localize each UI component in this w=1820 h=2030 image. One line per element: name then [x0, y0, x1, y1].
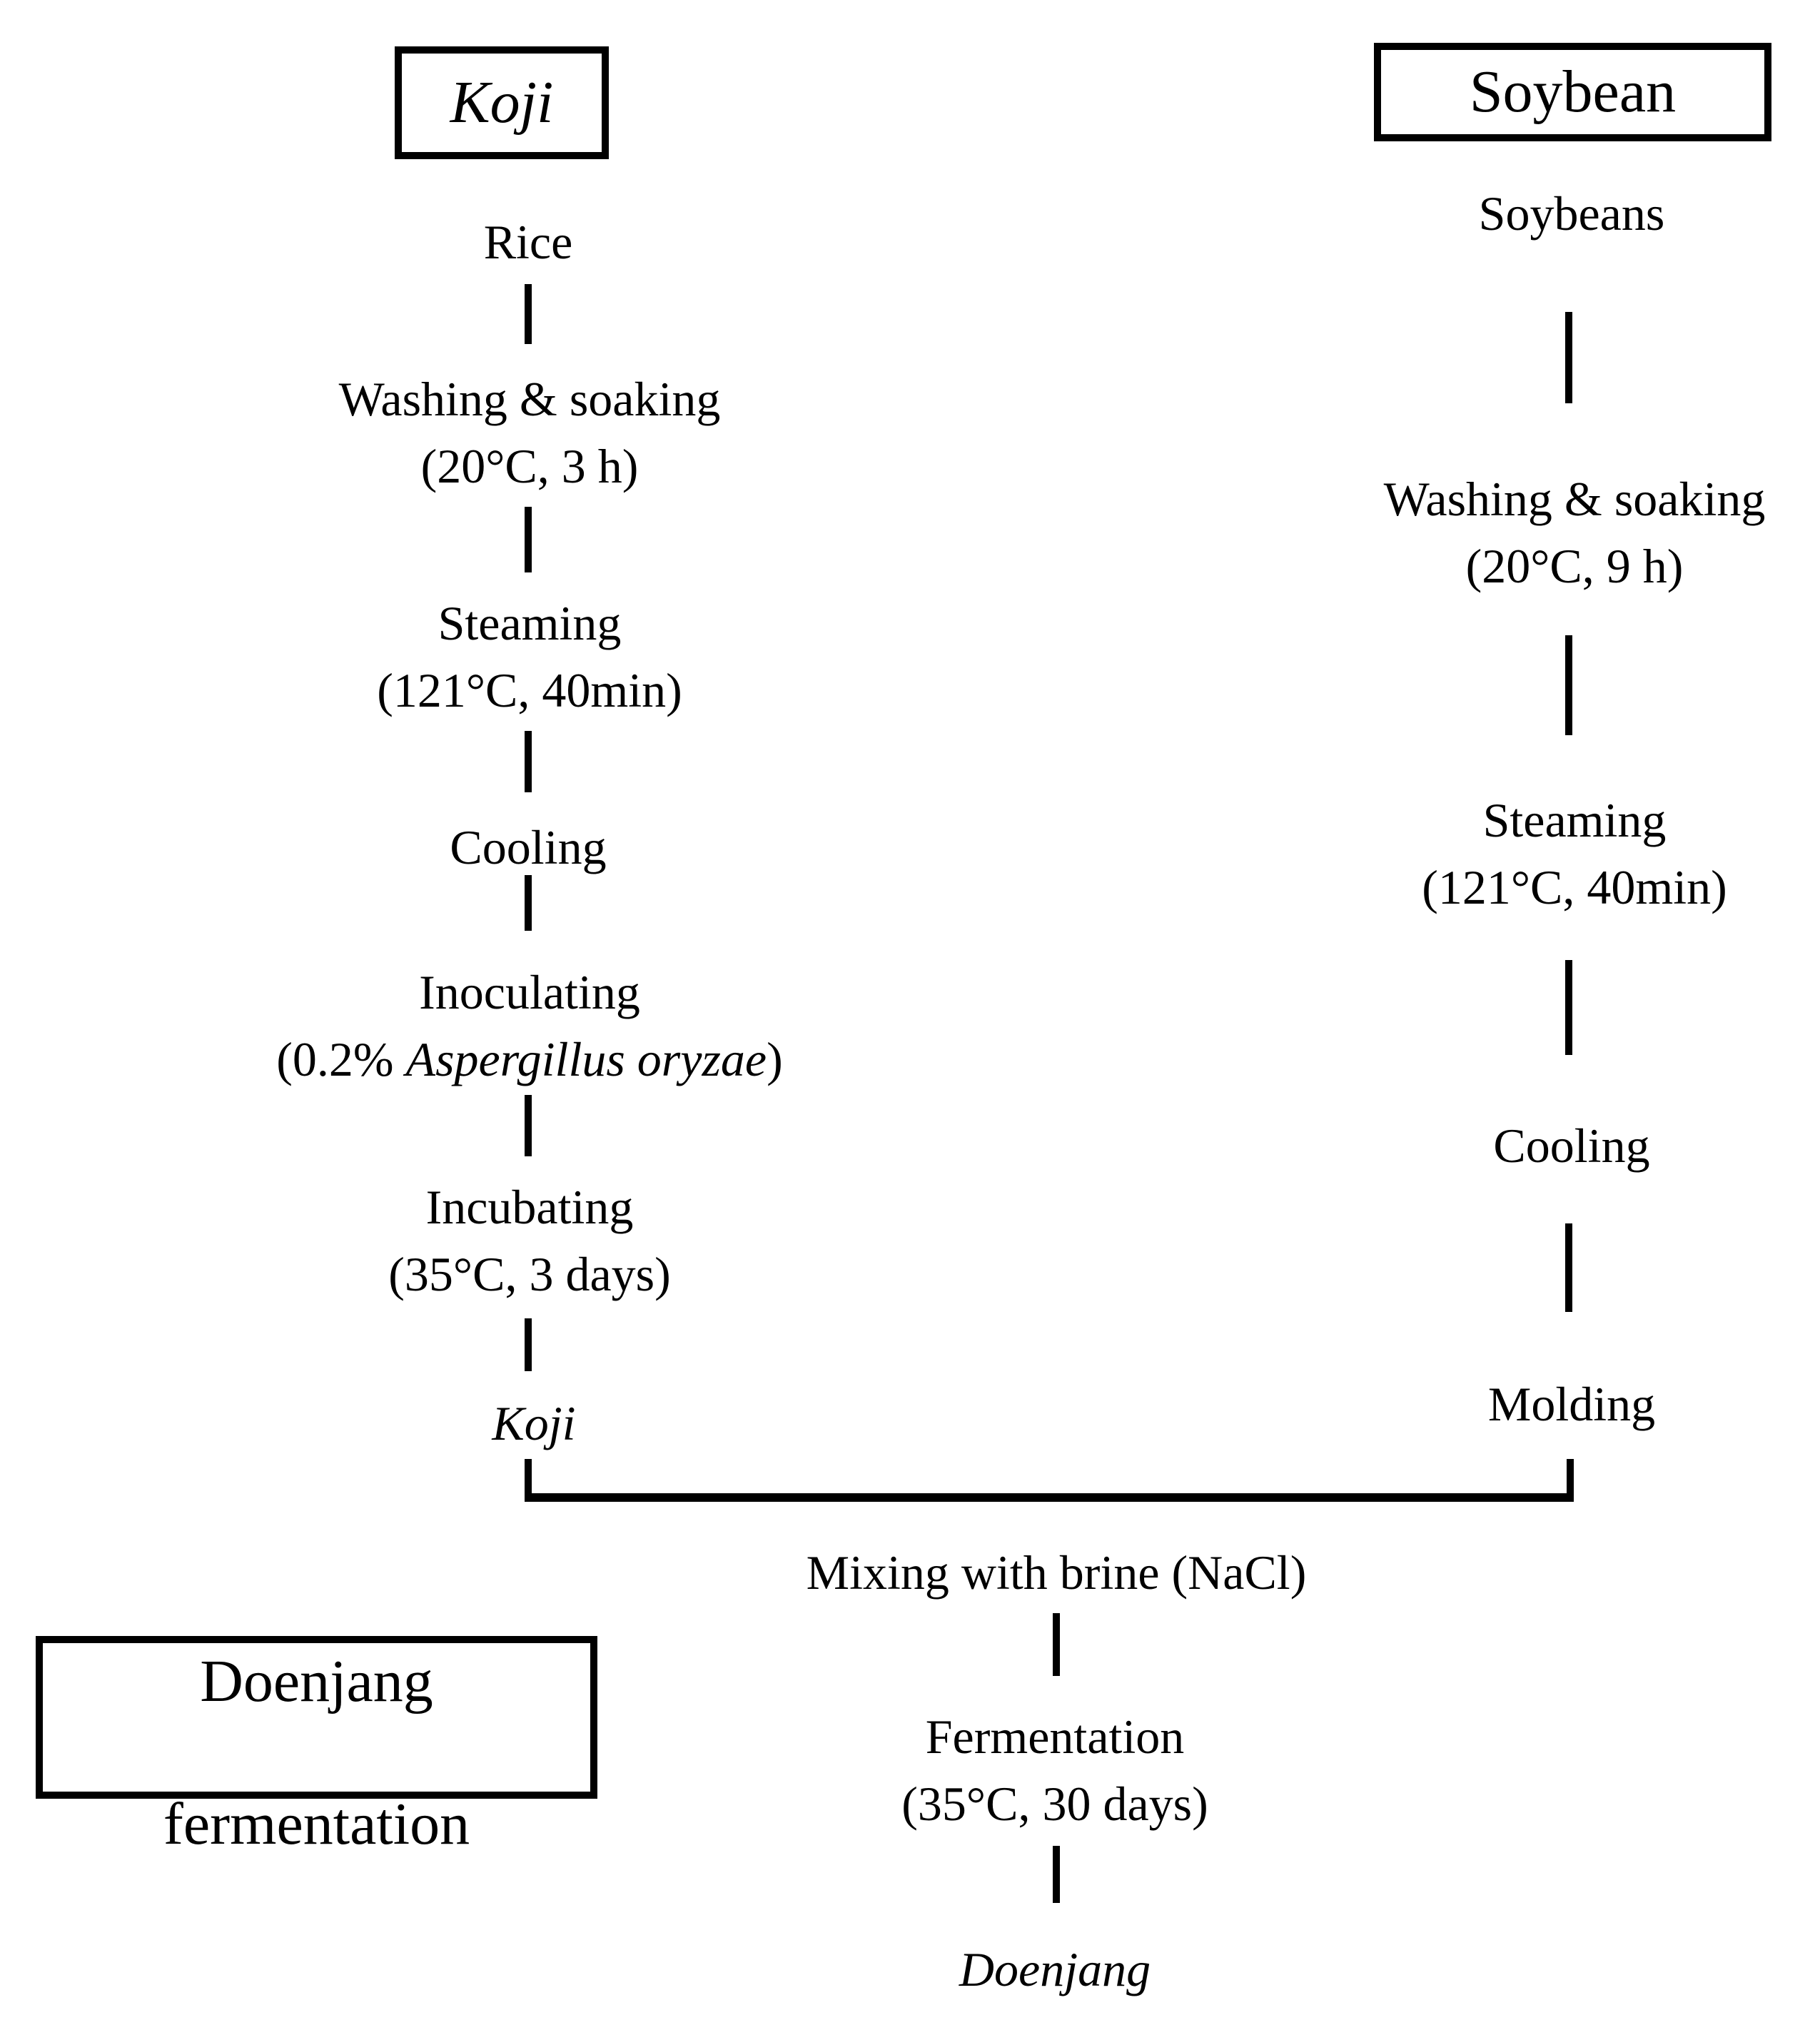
step-condition: (0.2% Aspergillus oryzae) [276, 1026, 783, 1093]
label-line1: Doenjang [200, 1648, 433, 1715]
connector-fermentation-to-doenjang [1053, 1846, 1060, 1903]
soybean-header-label: Soybean [1469, 59, 1677, 125]
step-condition: (35°C, 3 days) [388, 1247, 671, 1301]
connector-rice-to-washing [525, 284, 532, 344]
step-condition: (121°C, 40min) [377, 663, 682, 717]
step-name: Molding [1487, 1377, 1656, 1431]
koji-header-label: Koji [450, 69, 554, 136]
step-doenjang-result: Doenjang [959, 1936, 1151, 2003]
step-rice: Rice [484, 208, 573, 276]
step-name: Incubating [425, 1180, 634, 1234]
step-condition: (35°C, 30 days) [901, 1777, 1208, 1831]
doenjang-fermentation-label: Doenjang fermentation [163, 1575, 470, 1860]
step-name: Rice [483, 215, 573, 269]
step-soybeans: Soybeans [1479, 180, 1665, 247]
condition-prefix: (0.2% [276, 1032, 406, 1086]
connector-inoculating-to-incubating [525, 1095, 532, 1156]
step-name: Steaming [438, 596, 622, 650]
step-name: Doenjang [959, 1942, 1151, 1996]
step-inoculating: Inoculating (0.2% Aspergillus oryzae) [276, 959, 783, 1093]
step-condition: (20°C, 9 h) [1465, 539, 1684, 593]
connector-cooling-to-molding [1565, 1223, 1572, 1312]
connector-washing-to-steaming [525, 507, 532, 572]
merge-connector [525, 1459, 1574, 1502]
step-koji-result: Koji [492, 1390, 575, 1457]
connector-steaming-to-cooling-soybean [1565, 960, 1572, 1055]
step-molding: Molding [1488, 1370, 1655, 1438]
label-line2: fermentation [163, 1791, 470, 1857]
step-washing-soaking-koji: Washing & soaking (20°C, 3 h) [339, 365, 721, 500]
step-name: Cooling [1493, 1118, 1650, 1173]
step-name: Steaming [1482, 793, 1667, 847]
connector-incubating-to-koji [525, 1318, 532, 1371]
step-name: Soybeans [1478, 186, 1665, 241]
step-condition: (121°C, 40min) [1422, 860, 1727, 914]
step-condition: (20°C, 3 h) [420, 439, 639, 493]
koji-header-box: Koji [395, 46, 609, 159]
condition-suffix: ) [767, 1032, 783, 1086]
step-name: Cooling [450, 820, 607, 874]
step-incubating: Incubating (35°C, 3 days) [388, 1173, 670, 1308]
connector-washing-to-steaming-soybean [1565, 635, 1572, 735]
step-steaming-soybean: Steaming (121°C, 40min) [1422, 787, 1727, 921]
doenjang-fermentation-label-box: Doenjang fermentation [36, 1636, 597, 1857]
step-washing-soaking-soybean: Washing & soaking (20°C, 9 h) [1384, 465, 1766, 600]
connector-cooling-to-inoculating [525, 875, 532, 931]
connector-steaming-to-cooling [525, 731, 532, 792]
step-mixing-with-brine: Mixing with brine (NaCl) [807, 1539, 1307, 1606]
step-name: Washing & soaking [338, 372, 721, 426]
step-cooling-soybean: Cooling [1493, 1112, 1649, 1179]
step-name: Fermentation [925, 1710, 1185, 1764]
step-cooling-koji: Cooling [450, 814, 606, 881]
connector-mixing-to-fermentation [1053, 1613, 1060, 1676]
connector-soybeans-to-washing [1565, 312, 1572, 403]
step-name: Mixing with brine (NaCl) [806, 1545, 1307, 1600]
step-fermentation: Fermentation (35°C, 30 days) [901, 1703, 1208, 1837]
species-name: Aspergillus oryzae [405, 1032, 767, 1086]
step-name: Koji [492, 1396, 576, 1450]
step-name: Inoculating [419, 965, 640, 1019]
step-name: Washing & soaking [1383, 472, 1766, 526]
soybean-header-box: Soybean [1374, 43, 1771, 141]
step-steaming-koji: Steaming (121°C, 40min) [377, 590, 682, 724]
